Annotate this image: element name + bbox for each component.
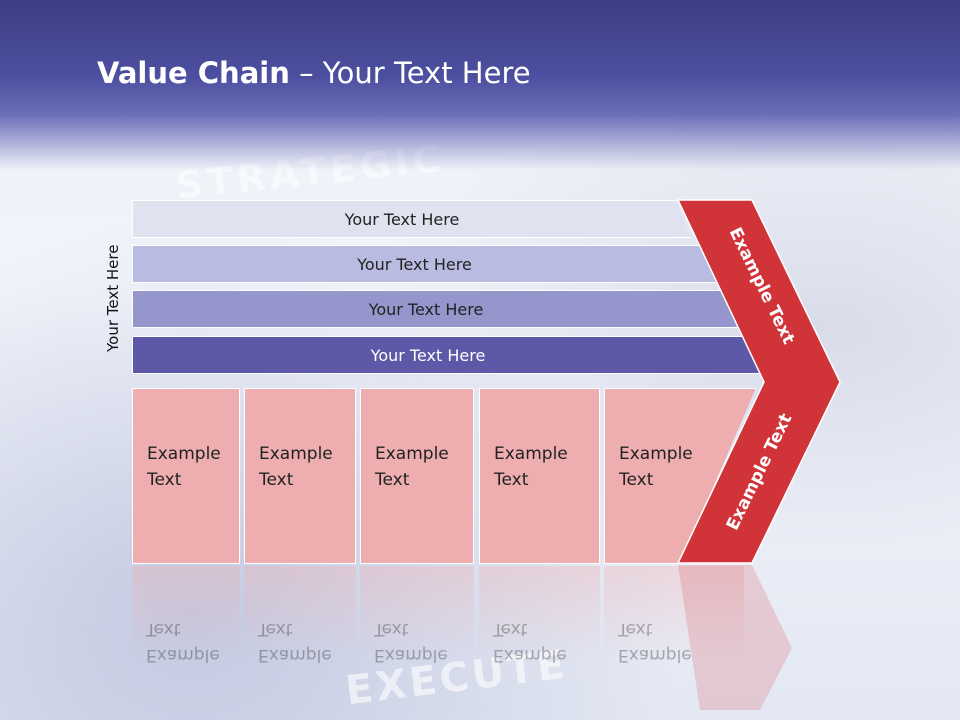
row-label: Your Text Here (370, 345, 486, 365)
row-label: Your Text Here (357, 254, 472, 274)
title-rest: – Your Text Here (289, 56, 531, 90)
primary-activity-box-4[interactable]: Example Text (479, 388, 600, 564)
chevron-shape (676, 199, 841, 564)
row-label: Your Text Here (368, 299, 484, 319)
box-reflection: Example Text (604, 566, 744, 676)
box-label: Example Text (494, 444, 568, 490)
support-row-2[interactable]: Your Text Here (132, 245, 717, 283)
support-row-3[interactable]: Your Text Here (132, 290, 740, 328)
box-label: Example Text (619, 444, 693, 490)
box-label: Example Text (375, 444, 449, 490)
box-reflection: Example Text (479, 566, 600, 676)
support-row-4[interactable]: Your Text Here (132, 336, 764, 374)
title-bold: Value Chain (97, 56, 290, 90)
row-label: Your Text Here (344, 209, 460, 229)
title-bar (0, 0, 960, 170)
slide-title[interactable]: Value Chain – Your Text Here (97, 56, 531, 90)
box-reflection: Example Text (360, 566, 474, 676)
box-label: Example Text (147, 444, 221, 490)
box-reflection: Example Text (132, 566, 240, 676)
primary-activity-box-3[interactable]: Example Text (360, 388, 474, 564)
primary-activity-box-1[interactable]: Example Text (132, 388, 240, 564)
primary-activity-box-2[interactable]: Example Text (244, 388, 356, 564)
chevron-reflection (678, 565, 792, 710)
box-label: Example Text (259, 444, 333, 490)
support-row-1[interactable]: Your Text Here (132, 200, 691, 238)
box-reflection: Example Text (244, 566, 356, 676)
